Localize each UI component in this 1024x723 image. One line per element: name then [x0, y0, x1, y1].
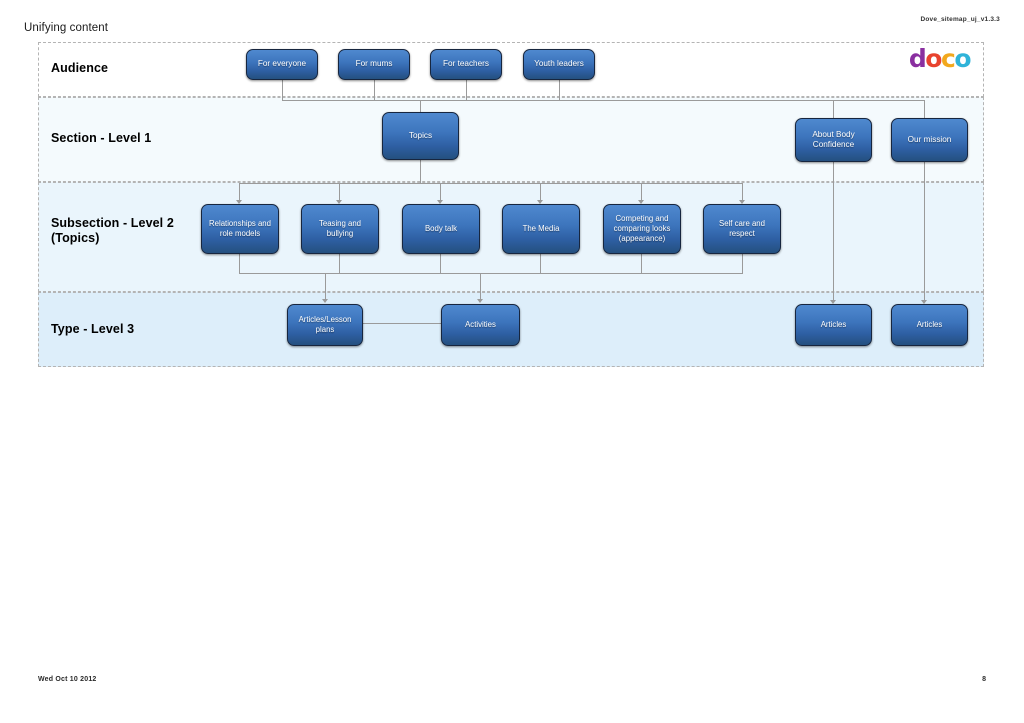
connector-our-mission-down: [924, 162, 925, 301]
connector-bus-to-activities: [480, 273, 481, 300]
node-our-mission[interactable]: Our mission: [891, 118, 968, 162]
connector-competing-down: [641, 254, 642, 273]
footer-page-number: 8: [982, 676, 986, 683]
node-for-teachers[interactable]: For teachers: [430, 49, 502, 80]
band-label-subsection-level-2: Subsection - Level 2 (Topics): [51, 216, 174, 245]
page-title: Unifying content: [24, 22, 109, 34]
node-articles-right[interactable]: Articles: [891, 304, 968, 346]
footer-date: Wed Oct 10 2012: [38, 676, 97, 683]
arrow-to-the-media: [537, 200, 543, 204]
arrow-to-relationships: [236, 200, 242, 204]
node-competing-and-comparing-looks[interactable]: Competing and comparing looks (appearanc…: [603, 204, 681, 254]
connector-about-body-confidence-down: [833, 162, 834, 301]
connector-audience-mums-down: [374, 80, 375, 100]
band-label-section-level-1: Section - Level 1: [51, 131, 152, 145]
node-about-body-confidence[interactable]: About Body Confidence: [795, 118, 872, 162]
doco-logo: doco: [908, 44, 972, 73]
node-for-mums[interactable]: For mums: [338, 49, 410, 80]
connector-audience-youth-down: [559, 80, 560, 100]
arrow-to-teasing: [336, 200, 342, 204]
band-label-type-level-3: Type - Level 3: [51, 322, 135, 336]
connector-bus-to-teasing: [339, 183, 340, 201]
connector-bus-to-our-mission: [924, 100, 925, 133]
logo-letter-d: d: [908, 44, 927, 73]
node-articles-left[interactable]: Articles: [795, 304, 872, 346]
node-youth-leaders[interactable]: Youth leaders: [523, 49, 595, 80]
connector-level3-bus: [239, 273, 743, 274]
version-label: Dove_sitemap_uj_v1.3.3: [920, 16, 1000, 23]
sitemap-diagram: Audience Section - Level 1 Subsection - …: [38, 42, 984, 367]
connector-relationships-down: [239, 254, 240, 273]
band-label-audience: Audience: [51, 61, 109, 75]
arrow-to-activities: [477, 299, 483, 303]
node-the-media[interactable]: The Media: [502, 204, 580, 254]
node-articles-lesson-plans[interactable]: Articles/Lesson plans: [287, 304, 363, 346]
node-teasing-and-bullying[interactable]: Teasing and bullying: [301, 204, 379, 254]
connector-teasing-down: [339, 254, 340, 273]
arrow-to-self-care: [739, 200, 745, 204]
arrow-to-articles-right: [921, 300, 927, 304]
connector-audience-everyone-down: [282, 80, 283, 100]
connector-bus-to-about-body-confidence: [833, 100, 834, 133]
node-for-everyone[interactable]: For everyone: [246, 49, 318, 80]
connector-audience-bus: [282, 100, 924, 101]
connector-the-media-down: [540, 254, 541, 273]
connector-bus-to-self-care: [742, 183, 743, 201]
arrow-to-competing: [638, 200, 644, 204]
connector-lessonplans-to-activities: [362, 323, 474, 324]
logo-letter-o2: o: [954, 44, 971, 73]
connector-bus-to-competing: [641, 183, 642, 201]
node-self-care-and-respect[interactable]: Self care and respect: [703, 204, 781, 254]
connector-bus-to-relationships: [239, 183, 240, 201]
connector-bus-to-body-talk: [440, 183, 441, 201]
node-relationships-and-role-models[interactable]: Relationships and role models: [201, 204, 279, 254]
connector-bus-to-the-media: [540, 183, 541, 201]
arrow-to-articles-lesson-plans: [322, 299, 328, 303]
arrow-to-body-talk: [437, 200, 443, 204]
connector-self-care-down: [742, 254, 743, 273]
logo-letter-c: c: [940, 44, 956, 73]
connector-bus-to-articles-lesson-plans: [325, 273, 326, 300]
connector-body-talk-down: [440, 254, 441, 273]
connector-level2-bus: [239, 183, 742, 184]
connector-audience-teachers-down: [466, 80, 467, 100]
node-body-talk[interactable]: Body talk: [402, 204, 480, 254]
band-audience: Audience: [38, 42, 984, 97]
node-topics[interactable]: Topics: [382, 112, 459, 160]
node-activities[interactable]: Activities: [441, 304, 520, 346]
arrow-to-articles-left: [830, 300, 836, 304]
connector-topics-down: [420, 160, 421, 183]
logo-letter-o1: o: [925, 44, 942, 73]
